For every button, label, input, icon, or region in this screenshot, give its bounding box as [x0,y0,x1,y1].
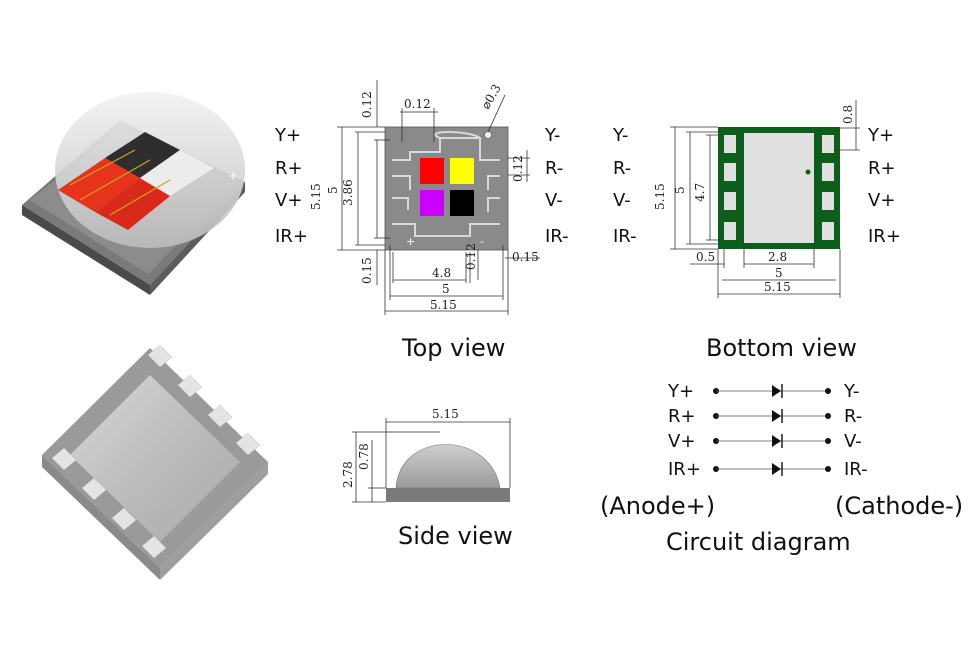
dim-edge: 0.5 [696,250,715,264]
dim-outer-h: 5.15 [309,183,323,210]
anode-label-3: V+ [668,431,695,452]
bottom-view-caption: Bottom view [706,334,857,362]
dim-right-gap: 0.12 [511,155,525,182]
solder-pads [724,135,834,240]
circuit-caption: Circuit diagram [666,528,851,556]
svg-text:+: + [228,169,238,183]
top-right-pin-4: IR- [545,226,569,247]
cathode-label-2: R- [844,406,862,427]
top-right-pin-2: R- [545,158,563,179]
chip-yellow [450,158,474,184]
dim-bottom-gap: 0.15 [360,257,374,284]
bottom-left-pin-2: R- [613,158,631,179]
dim-body-h: 5 [326,186,340,194]
polarity-plus: + [406,235,415,248]
cathode-label-4: IR- [844,459,868,480]
circuit-row-1: Y+ Y- [667,381,859,402]
bottom-left-pin-3: V- [613,190,631,211]
top-right-pin-3: V- [545,190,563,211]
top-left-pin-2: R+ [275,158,303,179]
bottom-right-pin-2: R+ [868,158,896,179]
cathode-caption: (Cathode-) [835,492,963,520]
chip-violet [420,190,444,216]
dim-outer-h: 5.15 [653,183,667,210]
bottom-left-pin-4: IR- [613,226,637,247]
dim-body-w: 5 [775,266,783,280]
side-dome [395,444,501,489]
top-view-caption: Top view [401,334,505,362]
dim-pad-w: 2.8 [768,250,787,264]
dim-top-gap: 0.12 [360,91,374,118]
top-right-pin-1: Y- [544,125,560,146]
dim-side-height: 2.78 [341,461,355,488]
top-package [384,126,509,251]
bottom-view: Y- R- V- IR- Y+ R+ V+ IR+ [612,100,901,362]
dim-inner-h: 4.7 [693,183,707,202]
anode-label-1: Y+ [667,381,694,402]
anode-label-4: IR+ [668,459,701,480]
top-left-pin-3: V+ [275,190,302,211]
chip-black [450,190,474,216]
bottom-right-pin-3: V+ [868,190,895,211]
top-left-pin-4: IR+ [275,226,308,247]
circuit-row-2: R+ R- [668,406,862,427]
circuit-row-4: IR+ IR- [668,459,868,480]
anode-caption: (Anode+) [600,492,715,520]
side-view-caption: Side view [398,522,513,550]
dim-inner-h: 3.86 [341,179,355,206]
circuit-diagram: Y+ Y- R+ R- V+ V- IR+ [600,381,963,556]
dim-top-inner: 0.12 [404,97,431,111]
mounting-hole [484,131,492,139]
dim-body-w: 5 [442,282,450,296]
dim-body-h: 5 [673,186,687,194]
dim-side-base: 0.78 [357,443,371,470]
cathode-label-1: Y- [843,381,859,402]
circuit-row-3: V+ V- [668,431,862,452]
dim-outer-w: 5.15 [430,298,457,312]
anode-label-2: R+ [668,406,696,427]
led-photo-bottom [42,344,268,580]
top-view: Y+ R+ V+ IR+ Y- R- V- IR- + - [274,80,569,362]
bottom-left-pin-1: Y- [612,125,628,146]
cathode-label-3: V- [844,431,862,452]
bottom-right-pin-1: Y+ [867,125,894,146]
dim-outer-w: 5.15 [764,280,791,294]
polarity-minus: - [480,235,484,248]
dim-pad-w: 4.8 [432,266,451,280]
dim-bottom-inner: 0.12 [464,243,478,270]
side-base [386,488,510,502]
led-photo-top: + [22,92,245,295]
dim-bottom-right: 0.15 [512,250,539,264]
top-left-pin-1: Y+ [274,125,301,146]
dim-hole: ⌀0.3 [478,82,503,112]
dim-pad-gap: 0.8 [841,105,855,124]
side-view: 5.15 2.78 0.78 Side view [341,407,513,550]
dim-side-width: 5.15 [432,407,459,421]
chip-red [420,158,444,184]
thermal-pad [744,133,814,243]
bottom-right-pin-4: IR+ [868,226,901,247]
